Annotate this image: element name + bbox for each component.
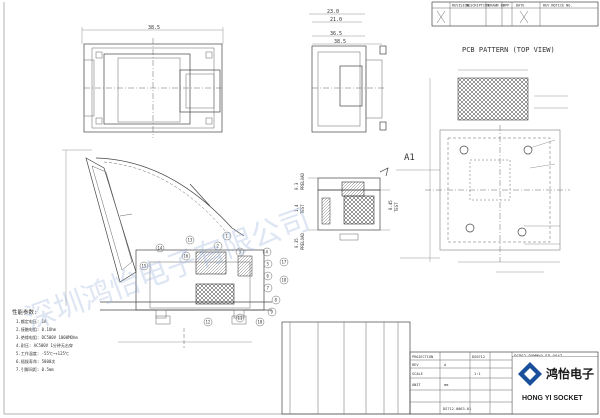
balloon-15: 15 (142, 264, 147, 269)
dim-top-1: 38.5 (148, 25, 160, 31)
preload-label-2: PRELOAD (300, 233, 305, 250)
pcb-title: PCB PATTERN (TOP VIEW) (462, 46, 555, 54)
balloon-9: 9 (271, 310, 274, 315)
balloon-17: 17 (282, 260, 287, 265)
dim-top-5: 38.5 (334, 39, 346, 45)
tb-rev-label: REV (412, 363, 419, 367)
balloon-1: 1 (226, 234, 229, 239)
rev-col-date: DATE (516, 4, 524, 8)
note-4: 4.耐压: AC500V 1分钟无击穿 (16, 342, 73, 348)
watermark-text: 深圳鸿怡电子有限公司 (21, 202, 315, 337)
tb-unit-label: UNIT (412, 383, 421, 387)
rev-col-revision: REVISION (452, 4, 469, 8)
note-1: 1.额定电压: 1A (16, 318, 47, 324)
dim-top-3: 21.0 (330, 17, 342, 23)
note-6: 6.插拔寿命: 5000次 (16, 358, 55, 364)
pcb-pad-area (457, 77, 529, 121)
balloon-10: 10 (258, 320, 263, 325)
preload-dim-right: 8.45 (388, 200, 393, 210)
section-label: A1 (404, 153, 415, 163)
preload-label-1: PRELOAD (300, 173, 305, 190)
hongyi-logo-icon (518, 362, 542, 386)
balloon-8: 8 (275, 298, 278, 303)
balloon-11: 11 (238, 316, 243, 321)
tb-rev-value: A (444, 363, 447, 367)
note-3: 3.绝缘电阻: DC500V 1000MOhm (16, 334, 78, 340)
dim-top-2: 23.0 (327, 9, 339, 15)
notes-title: 性能参数: (12, 308, 37, 316)
balloon-5: 5 (267, 262, 270, 267)
preload-test-1: TEST (300, 204, 305, 214)
rev-col-drawn: DRAWN BY (488, 4, 506, 8)
side-view-open-lid (62, 149, 272, 348)
preload-test-2: TEST (394, 202, 399, 212)
balloon-4: 4 (266, 250, 269, 255)
top-view-side: 23.0 21.0 36.5 38.5 (309, 9, 387, 133)
balloon-16: 16 (184, 254, 189, 259)
parts-list-table (281, 321, 411, 415)
balloon-3: 3 (239, 250, 242, 255)
preload-dim-left: 1.4 (294, 204, 299, 212)
tb-projection: PROJECTION (412, 355, 433, 359)
balloon-12: 12 (206, 320, 211, 325)
pcb-pattern-view: PCB PATTERN (TOP VIEW) A1 (396, 46, 570, 273)
part-balloons: 1 2 3 4 5 6 7 8 9 10 11 12 13 14 15 16 1… (139, 231, 289, 327)
tb-scale-label: SCALE (412, 372, 423, 376)
top-view-front: 38.5 (81, 25, 224, 138)
revision-table: REVISION DESCRIPTION DRAWN BY APP DATE R… (431, 1, 599, 27)
rev-col-notice: REV NOTICE NO. (543, 4, 573, 8)
rev-col-app: APP (503, 4, 509, 8)
rev-col-description: DESCRIPTION (466, 4, 489, 8)
balloon-13: 13 (188, 238, 193, 243)
note-2: 2.接触电阻: 0.1Ohm (16, 326, 57, 332)
balloon-14: 14 (158, 246, 163, 251)
preload-detail: 0.3 PRELOAD 1.4 TEST 0.35 PRELOAD 8.45 T… (294, 167, 399, 250)
tb-units-value: DS712-0063-01 (443, 407, 471, 411)
tb-unit: mm (444, 383, 448, 387)
balloon-6: 6 (267, 274, 270, 279)
company-name-en: HONG YI SOCKET (522, 395, 583, 402)
note-7: 7.引脚间距: 0.5mm (16, 366, 54, 372)
tb-scale: 1:1 (474, 372, 481, 376)
tb-model: DS0712 (472, 355, 485, 359)
preload-value-1: 0.3 (294, 182, 299, 190)
balloon-7: 7 (267, 286, 270, 291)
note-5: 5.工作温度: -55℃~+125℃ (16, 350, 69, 356)
company-name-cn: 鸿怡电子 (546, 366, 594, 381)
performance-notes: 性能参数: 1.额定电压: 1A 2.接触电阻: 0.1Ohm 3.绝缘电阻: … (12, 308, 78, 372)
preload-value-2: 0.35 (294, 238, 299, 248)
balloon-2: 2 (217, 244, 220, 249)
balloon-18: 18 (282, 278, 287, 283)
dim-top-4: 36.5 (330, 31, 342, 37)
company-logo: 鸿怡电子 HONG YI SOCKET (512, 356, 598, 414)
